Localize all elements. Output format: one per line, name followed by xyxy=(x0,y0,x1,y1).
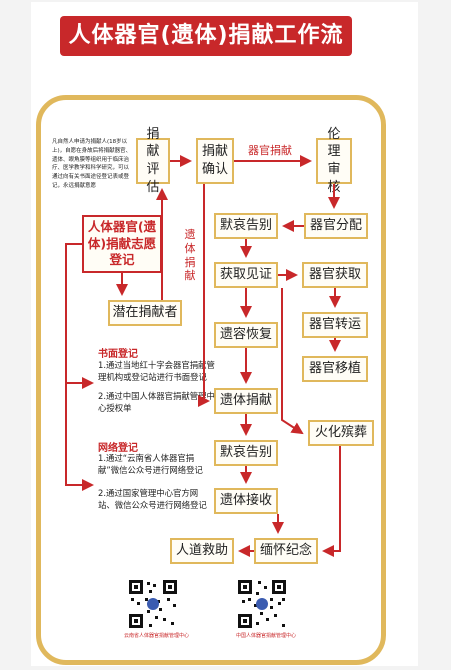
receive-box: 遗体接收 xyxy=(214,488,278,514)
qr-code-left xyxy=(127,578,179,630)
intro-note: 凡自然人申请为捐献人(18岁以上)，自愿在身故后将捐献器官、遗体、眼角膜等组织用… xyxy=(52,139,132,189)
transport-box: 器官转运 xyxy=(302,312,368,338)
potential-donor-box: 潜在捐献者 xyxy=(108,300,182,326)
mourn-box-1: 默哀告别 xyxy=(214,213,278,239)
restore-box: 遗容恢复 xyxy=(214,322,278,348)
evaluate-box: 捐献评估 xyxy=(136,127,170,195)
qr-caption-left: 云南省人体器官捐献管理中心 xyxy=(124,633,190,639)
register-box: 人体器官(遗体)捐献志愿登记 xyxy=(82,215,162,273)
qr-code-right xyxy=(236,578,288,630)
confirm-box: 捐献确认 xyxy=(196,138,234,184)
written-registration-title: 书面登记 xyxy=(98,349,138,360)
body-donation-vertical-label: 遗体捐献 xyxy=(184,228,196,283)
online-registration-title: 网络登记 xyxy=(98,443,138,454)
online-registration-line2: 2.通过国家管理中心官方网站、微信公众号进行网络登记 xyxy=(98,488,207,511)
online-registration-line1: 1.通过“云南省人体器官捐献”微信公众号进行网络登记 xyxy=(98,453,203,476)
witness-box: 获取见证 xyxy=(214,262,278,288)
mourn-box-2: 默哀告别 xyxy=(214,440,278,466)
memorial-box: 缅怀纪念 xyxy=(254,538,318,564)
organ-donation-label: 器官捐献 xyxy=(248,144,292,157)
written-registration-line1: 1.通过当地红十字会器官捐献管理机构或登记站进行书面登记 xyxy=(98,360,215,383)
allocate-box: 器官分配 xyxy=(304,213,368,239)
body-donation-box: 遗体捐献 xyxy=(214,388,278,414)
qr-caption-right: 中国人体器官捐献管理中心 xyxy=(236,633,297,639)
cremation-box: 火化殡葬 xyxy=(308,420,374,446)
written-registration-line2: 2.通过中国人体器官捐献管理中心授权单 xyxy=(98,391,215,414)
relief-box: 人道救助 xyxy=(170,538,234,564)
page-title: 人体器官(遗体)捐献工作流程 xyxy=(60,16,352,88)
obtain-box: 器官获取 xyxy=(302,262,368,288)
transplant-box: 器官移植 xyxy=(302,356,368,382)
